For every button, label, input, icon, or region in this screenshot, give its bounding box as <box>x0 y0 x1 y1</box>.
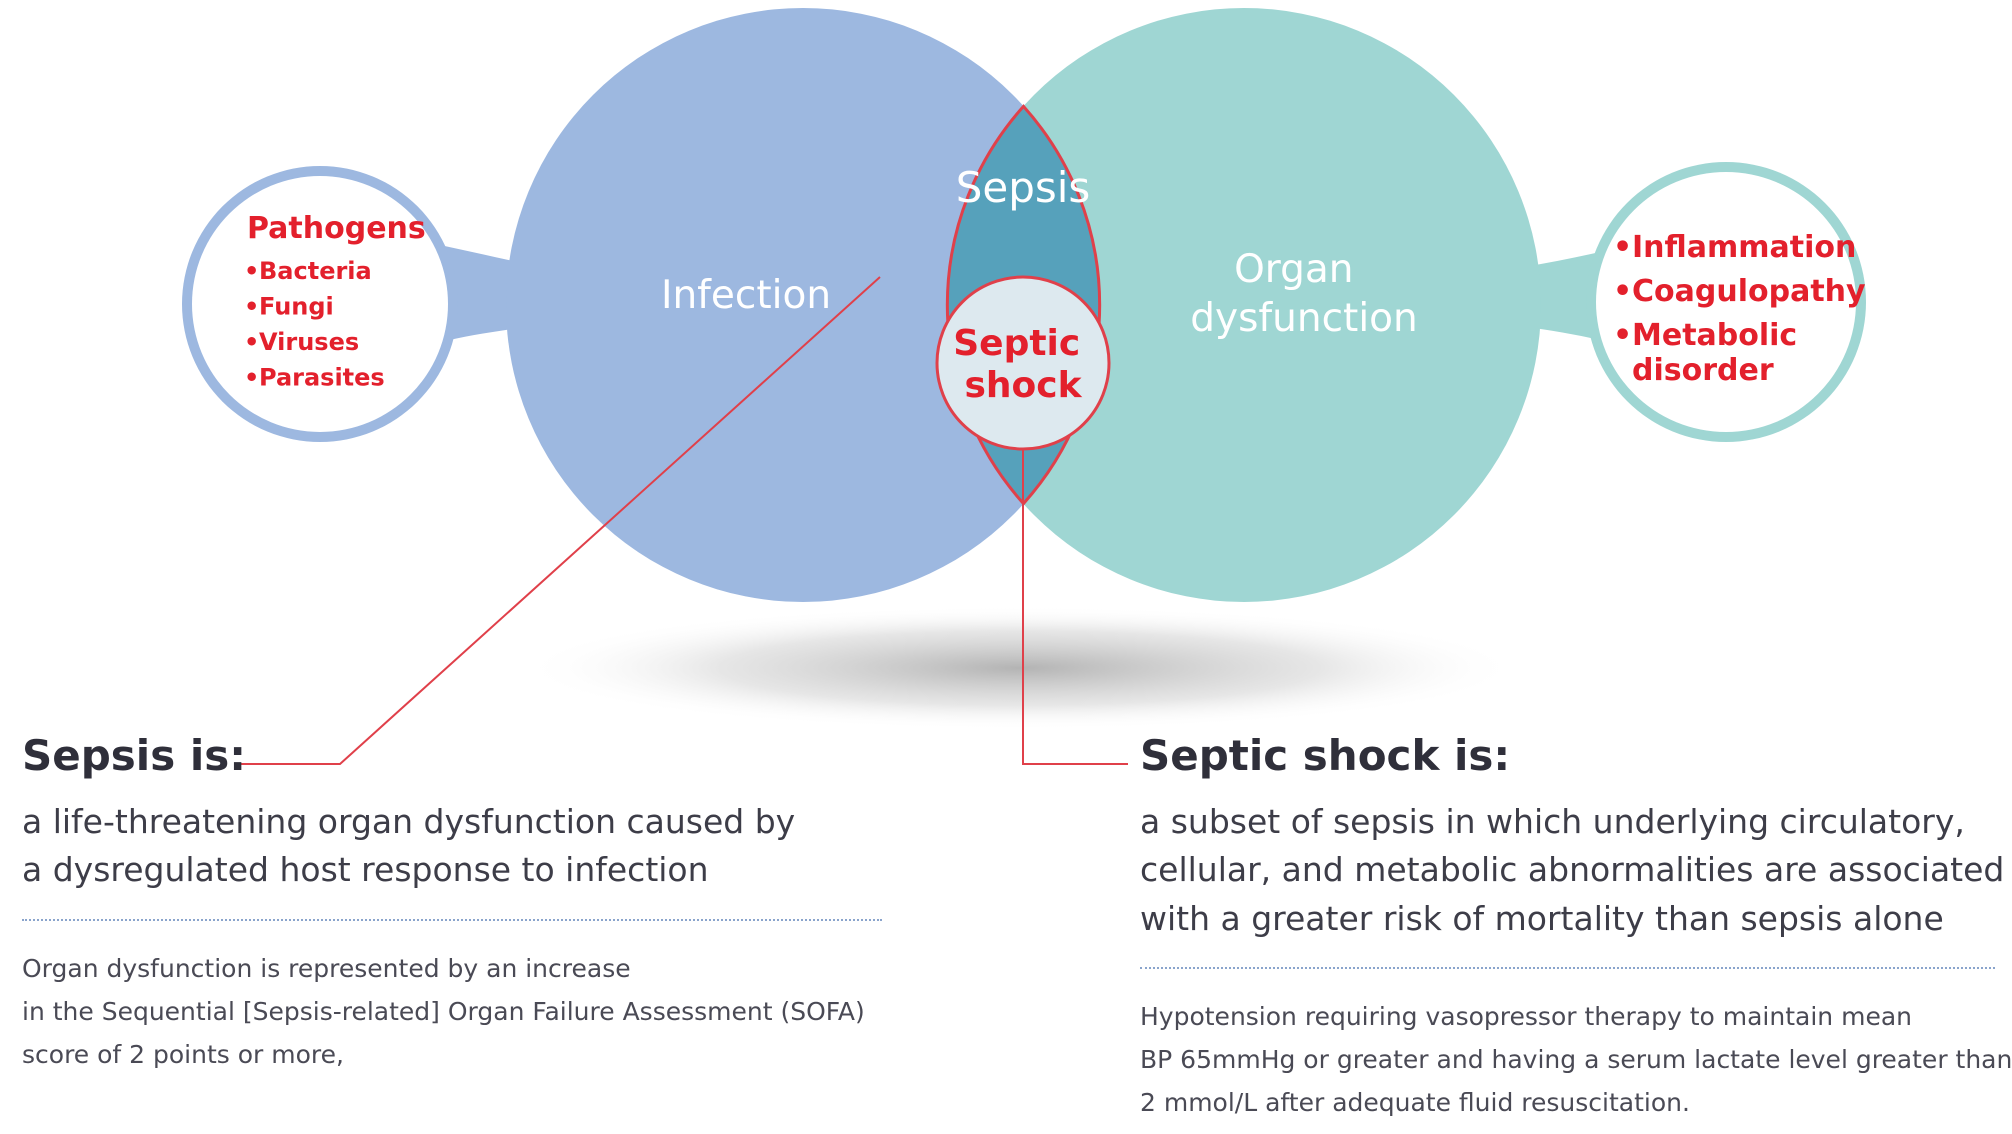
organ-factor-item: disorder <box>1632 353 1774 388</box>
pathogen-bullet: • <box>244 293 259 321</box>
organ-factors-bubble-inner <box>1596 172 1856 432</box>
diagram-shadow <box>520 606 1520 730</box>
sepsis-label: Sepsis <box>956 163 1091 212</box>
septic-shock-connector-line <box>1022 450 1128 765</box>
septic-shock-definition-line: with a greater risk of mortality than se… <box>1140 898 1944 938</box>
sepsis-connector-line <box>240 276 881 765</box>
sepsis-criteria-line: score of 2 points or more, <box>22 1039 344 1069</box>
septic-shock-criteria-line: BP 65mmHg or greater and having a serum … <box>1140 1044 2012 1074</box>
sepsis-definition-line: a dysregulated host response to infectio… <box>22 850 709 890</box>
septic-shock-definition-line: cellular, and metabolic abnormalities ar… <box>1140 850 2005 890</box>
organ-dysfunction-label: Organ dysfunction <box>1190 247 1417 341</box>
septic-shock-divider <box>1140 966 1995 969</box>
septic-shock-definition-line: a subset of sepsis in which underlying c… <box>1140 802 1965 842</box>
septic-shock-circle <box>935 275 1111 451</box>
organ-factor-item: Coagulopathy <box>1632 274 1866 309</box>
sepsis-criteria-line: in the Sequential [Sepsis-related] Organ… <box>22 996 865 1026</box>
pathogen-item: Bacteria <box>259 257 372 285</box>
septic-shock-criteria-line: 2 mmol/L after adequate fluid resuscitat… <box>1140 1087 1690 1117</box>
organ-factor-bullet: • <box>1613 230 1632 265</box>
pathogen-bullet: • <box>244 364 259 392</box>
pathogen-bullet: • <box>244 257 259 285</box>
pathogen-item: Viruses <box>259 328 359 356</box>
septic-shock-criteria-line: Hypotension requiring vasopressor therap… <box>1140 1001 1912 1031</box>
sepsis-definition-line: a life-threatening organ dysfunction cau… <box>22 802 796 842</box>
organ-dysfunction-circle <box>947 8 1541 602</box>
septic-shock-label: Septic shock <box>953 323 1093 406</box>
pathogens-title: Pathogens <box>247 211 426 246</box>
septic-shock-definition-section: Septic shock is: a subset of sepsis in w… <box>1140 731 2012 1124</box>
infection-label: Infection <box>661 273 831 318</box>
sepsis-definition-section: Sepsis is: a life-threatening organ dysf… <box>22 731 882 1076</box>
septic-shock-definition: a subset of sepsis in which underlying c… <box>1140 798 2005 943</box>
sepsis-divider <box>22 918 882 921</box>
septic-shock-label-line-1: Septic <box>953 323 1080 364</box>
organ-factor-bullet: • <box>1613 318 1632 353</box>
organ-factor-item: Metabolic <box>1632 318 1797 353</box>
pathogen-bullet: • <box>244 328 259 356</box>
pathogens-list: •Bacteria•Fungi•Viruses•Parasites <box>244 257 385 392</box>
organ-factor-item: Inflammation <box>1632 230 1856 265</box>
sepsis-criteria-line: Organ dysfunction is represented by an i… <box>22 953 631 983</box>
sepsis-heading: Sepsis is: <box>22 731 247 780</box>
organ-factors-bubble <box>1360 162 1866 442</box>
pathogen-item: Fungi <box>259 293 334 321</box>
organ-dysfunction-label-line-2: dysfunction <box>1190 296 1417 341</box>
sepsis-definition: a life-threatening organ dysfunction cau… <box>22 798 882 894</box>
sepsis-criteria: Organ dysfunction is represented by an i… <box>22 947 882 1076</box>
organ-factor-bullet: • <box>1613 274 1632 309</box>
septic-shock-heading: Septic shock is: <box>1140 731 1511 780</box>
pathogen-item: Parasites <box>259 364 385 392</box>
septic-shock-label-line-2: shock <box>964 365 1082 406</box>
organ-factors-list: •Inflammation•Coagulopathy•Metabolicdiso… <box>1613 230 1866 388</box>
infection-circle <box>506 8 1100 602</box>
organ-dysfunction-label-line-1: Organ <box>1234 247 1353 292</box>
septic-shock-criteria: Hypotension requiring vasopressor therap… <box>1140 995 2012 1124</box>
pathogens-bubble-inner <box>192 176 448 432</box>
pathogens-bubble <box>182 166 665 442</box>
